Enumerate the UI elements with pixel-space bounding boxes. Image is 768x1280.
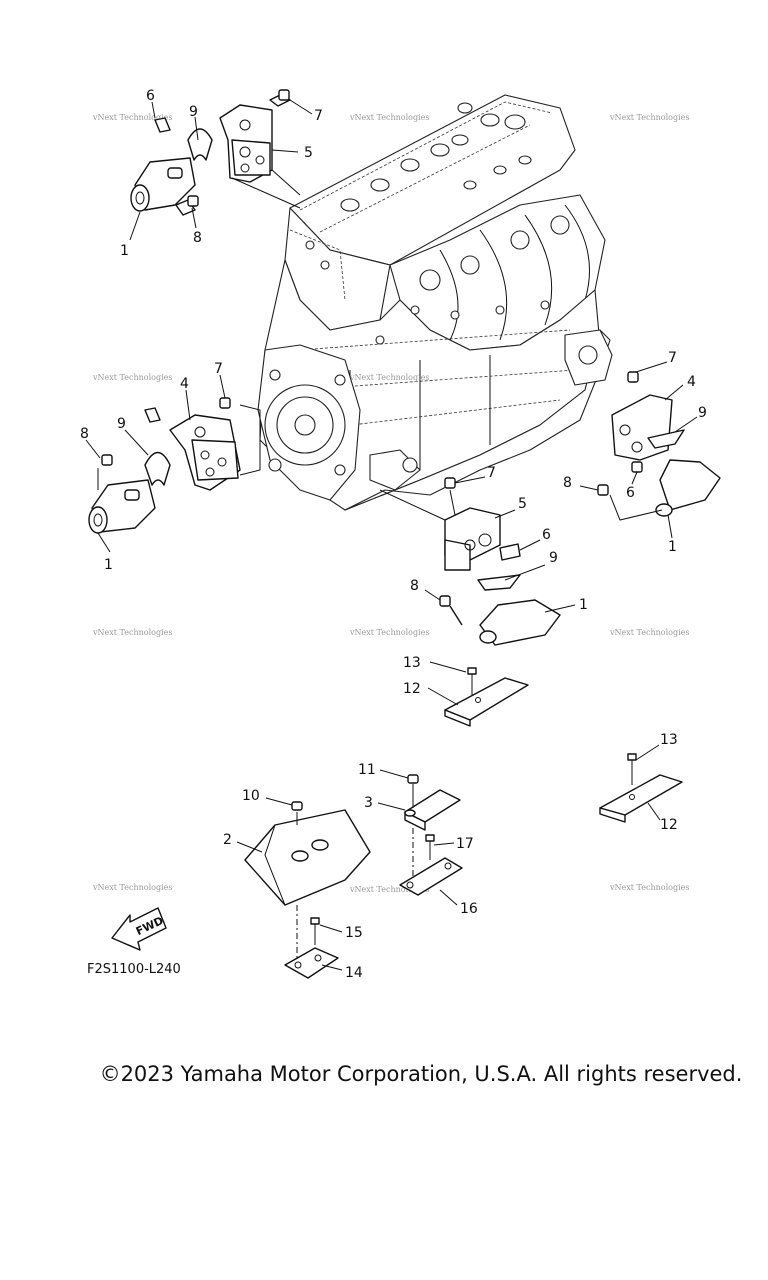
callout-6: 6	[146, 88, 155, 104]
callout-7: 7	[314, 108, 323, 124]
callout-5: 5	[304, 145, 313, 161]
callout-8: 8	[410, 578, 419, 594]
watermark: vNext Technologies	[92, 628, 172, 637]
callout-1: 1	[579, 597, 588, 613]
mount-assembly-center	[379, 477, 561, 646]
watermark: vNext Technologies	[92, 113, 172, 122]
callout-10: 10	[242, 788, 260, 804]
callout-13: 13	[403, 655, 421, 671]
callout-17: 17	[456, 836, 474, 852]
mount-assembly-right	[597, 371, 721, 521]
mount-assembly-top-left	[130, 89, 301, 216]
callout-9: 9	[698, 405, 707, 421]
watermark: vNext Technologies	[609, 113, 689, 122]
watermark: vNext Technologies	[92, 883, 172, 892]
callout-9: 9	[549, 550, 558, 566]
callout-8: 8	[563, 475, 572, 491]
watermark: vNext Technologies	[349, 373, 429, 382]
leader-lines	[85, 99, 698, 971]
watermark: vNext Technologies	[609, 628, 689, 637]
callout-6: 6	[626, 485, 635, 501]
callout-11: 11	[358, 762, 376, 778]
watermark: vNext Technologies	[349, 113, 429, 122]
callout-12: 12	[403, 681, 421, 697]
callout-7: 7	[487, 465, 496, 481]
forward-arrow: FWD	[111, 907, 167, 951]
lower-parts	[244, 667, 683, 979]
engine-block	[257, 94, 613, 511]
callout-1: 1	[104, 557, 113, 573]
callout-8: 8	[193, 230, 202, 246]
callout-9: 9	[189, 104, 198, 120]
watermark: vNext Technologies	[349, 885, 429, 894]
watermark: vNext Technologies	[92, 373, 172, 382]
callout-6: 6	[542, 527, 551, 543]
callout-8: 8	[80, 426, 89, 442]
callout-7: 7	[214, 361, 223, 377]
callout-12: 12	[660, 817, 678, 833]
callout-15: 15	[345, 925, 363, 941]
callout-4: 4	[180, 376, 189, 392]
mount-assembly-mid-left	[88, 397, 261, 534]
callout-3: 3	[364, 795, 373, 811]
callout-2: 2	[223, 832, 232, 848]
copyright-notice: ©2023 Yamaha Motor Corporation, U.S.A. A…	[99, 1062, 743, 1086]
callout-13: 13	[660, 732, 678, 748]
watermark: vNext Technologies	[609, 883, 689, 892]
callout-16: 16	[460, 901, 478, 917]
callout-1: 1	[668, 539, 677, 555]
diagram-code: F2S1100-L240	[87, 962, 181, 977]
callout-labels: 6 9 7 5 1 8 7 4 8 9 1 7 4 9 8 6 1 7 5 6 …	[80, 88, 707, 981]
callout-7: 7	[668, 350, 677, 366]
callout-14: 14	[345, 965, 363, 981]
callout-9: 9	[117, 416, 126, 432]
watermark: vNext Technologies	[349, 628, 429, 637]
watermarks: vNext Technologies vNext Technologies vN…	[92, 113, 689, 894]
callout-4: 4	[687, 374, 696, 390]
callout-5: 5	[518, 496, 527, 512]
callout-1: 1	[120, 243, 129, 259]
